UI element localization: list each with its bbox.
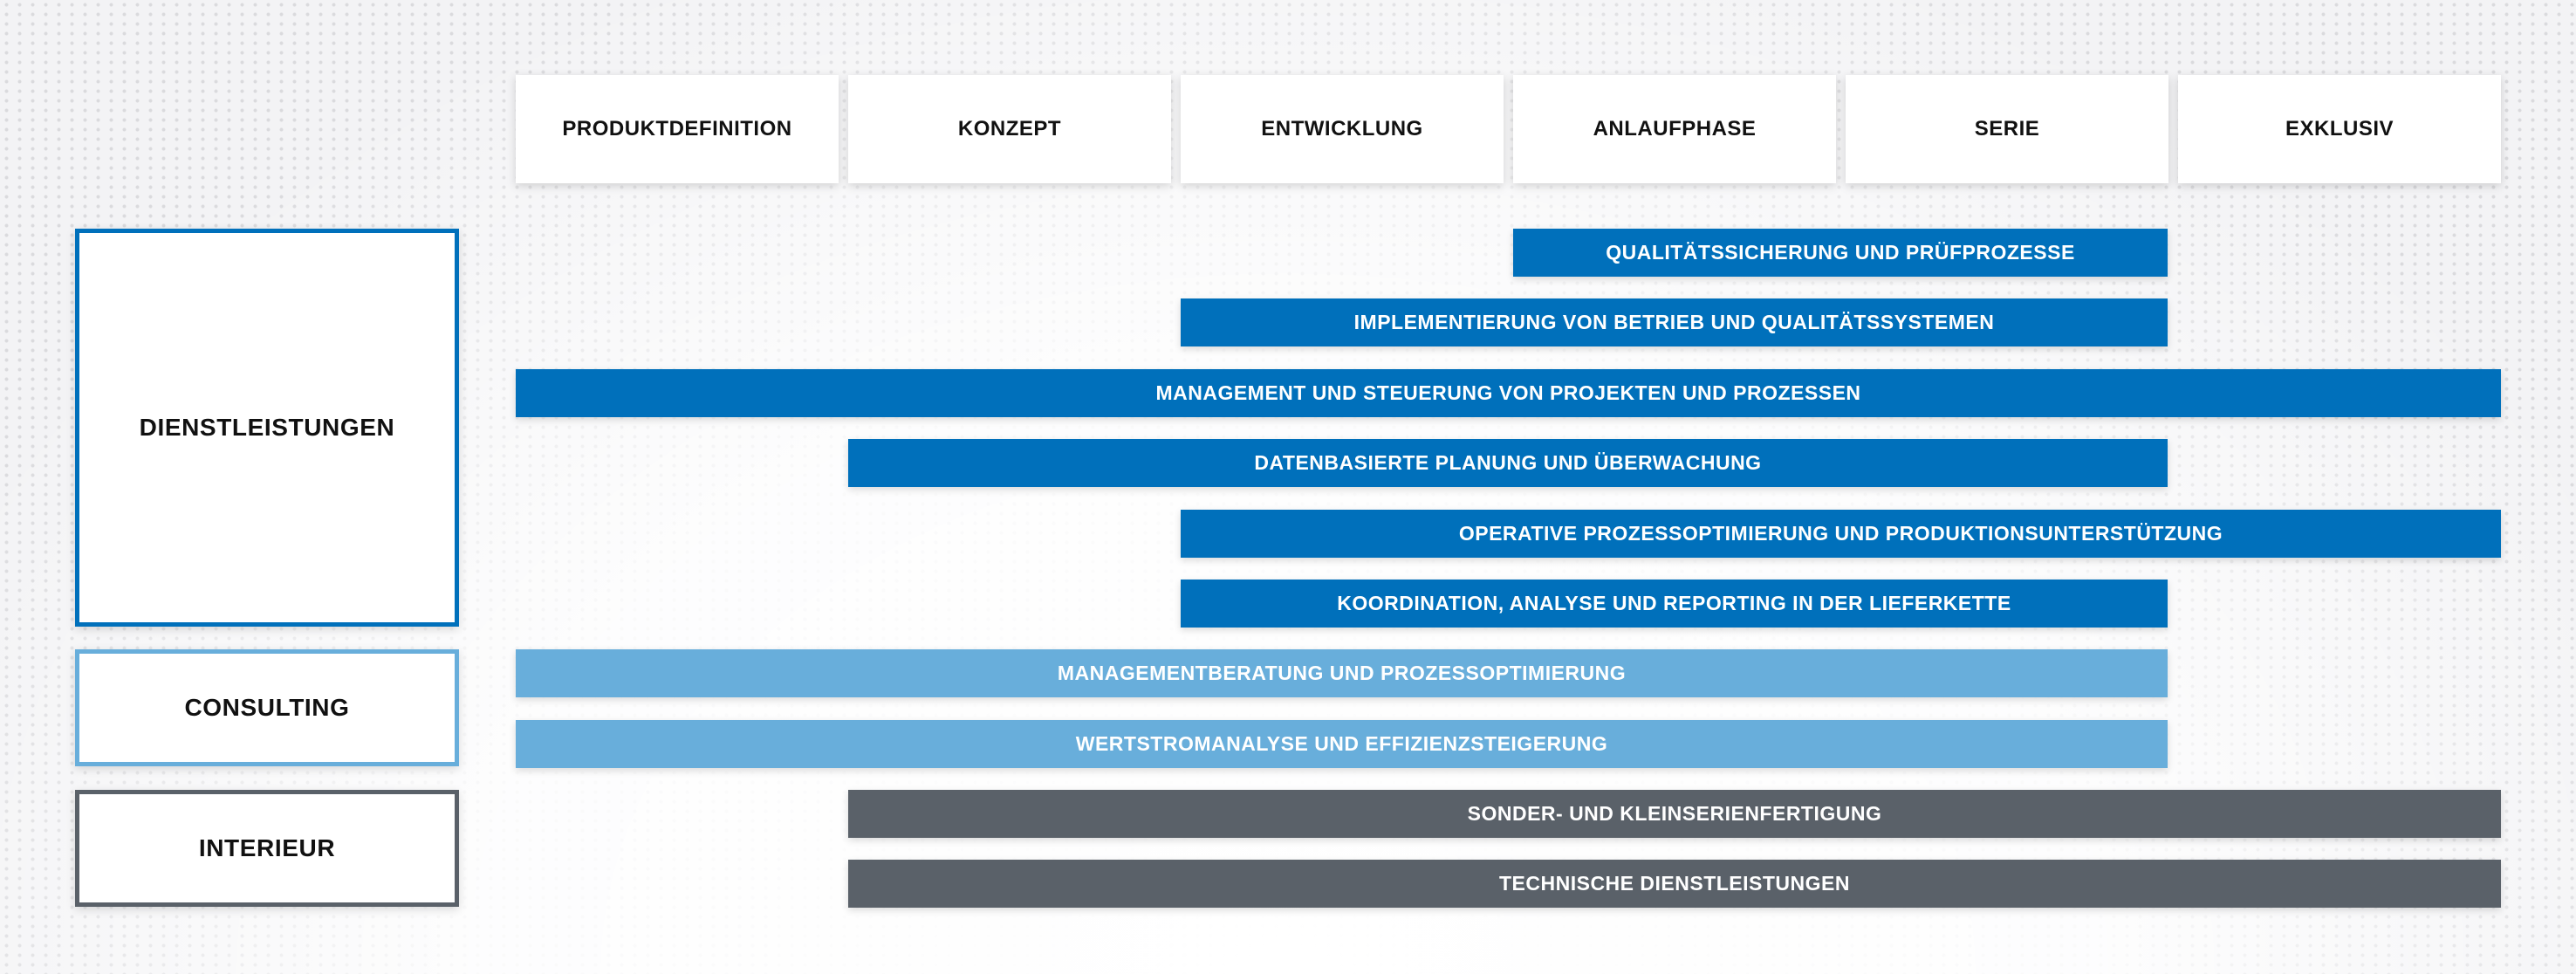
- service-bar-implementierung: IMPLEMENTIERUNG VON BETRIEB UND QUALITÄT…: [1181, 298, 2168, 346]
- phase-header-entwicklung: ENTWICKLUNG: [1181, 75, 1504, 183]
- phase-header-anlaufphase: ANLAUFPHASE: [1513, 75, 1836, 183]
- phase-header-produktdefinition: PRODUKTDEFINITION: [516, 75, 839, 183]
- category-box-consulting: CONSULTING: [75, 649, 459, 766]
- service-bar-operative-prozessoptimierung: OPERATIVE PROZESSOPTIMIERUNG UND PRODUKT…: [1181, 510, 2501, 558]
- service-bar-managementberatung: MANAGEMENTBERATUNG UND PROZESSOPTIMIERUN…: [516, 649, 2168, 697]
- phase-header-exklusiv: EXKLUSIV: [2178, 75, 2501, 183]
- service-bar-koordination-lieferkette: KOORDINATION, ANALYSE UND REPORTING IN D…: [1181, 580, 2168, 628]
- service-bar-sonder-kleinserienfertigung: SONDER- UND KLEINSERIENFERTIGUNG: [848, 790, 2501, 838]
- phase-header-serie: SERIE: [1846, 75, 2168, 183]
- service-bar-qualitaetssicherung: QUALITÄTSSICHERUNG UND PRÜFPROZESSE: [1513, 229, 2168, 277]
- category-box-interieur: INTERIEUR: [75, 790, 459, 907]
- category-box-dienstleistungen: DIENSTLEISTUNGEN: [75, 229, 459, 627]
- service-bar-wertstromanalyse: WERTSTROMANALYSE UND EFFIZIENZSTEIGERUNG: [516, 720, 2168, 768]
- service-bar-datenbasierte-planung: DATENBASIERTE PLANUNG UND ÜBERWACHUNG: [848, 439, 2168, 487]
- service-bar-technische-dienstleistungen: TECHNISCHE DIENSTLEISTUNGEN: [848, 860, 2501, 908]
- phase-header-konzept: KONZEPT: [848, 75, 1171, 183]
- service-bar-management-steuerung: MANAGEMENT UND STEUERUNG VON PROJEKTEN U…: [516, 369, 2501, 417]
